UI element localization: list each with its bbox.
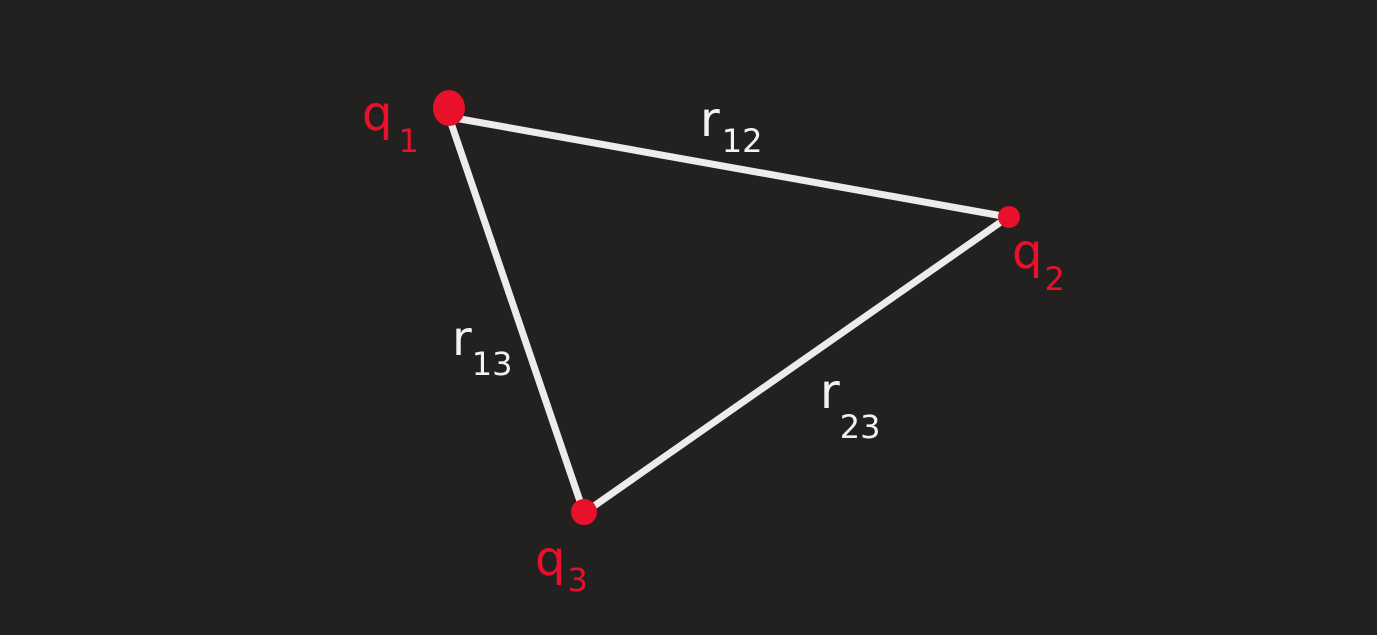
distance-letter: r <box>452 311 472 367</box>
distance-subscript: 23 <box>840 408 881 446</box>
distance-label-r23: r23 <box>820 364 880 446</box>
charge-subscript: 3 <box>567 561 587 599</box>
charge-label-q2: q2 <box>1012 224 1065 298</box>
edge-r23 <box>580 213 1012 517</box>
charge-letter: q <box>535 531 565 587</box>
charge-letter: q <box>362 86 392 142</box>
distance-letter: r <box>700 92 720 148</box>
charge-node-q1 <box>433 90 465 126</box>
charge-subscript: 1 <box>398 122 418 160</box>
distance-letter: r <box>820 364 840 420</box>
distance-subscript: 13 <box>472 345 513 383</box>
charge-letter: q <box>1012 224 1042 280</box>
edge-r12 <box>445 113 1012 221</box>
distance-label-r12: r12 <box>700 92 762 160</box>
charge-label-q3: q3 <box>535 531 588 599</box>
charge-node-q3 <box>571 499 597 525</box>
charge-subscript: 2 <box>1044 260 1064 298</box>
distance-subscript: 12 <box>722 122 763 160</box>
charge-node-q2 <box>998 206 1020 228</box>
distance-label-r13: r13 <box>452 311 512 383</box>
edge-r13 <box>445 113 588 517</box>
